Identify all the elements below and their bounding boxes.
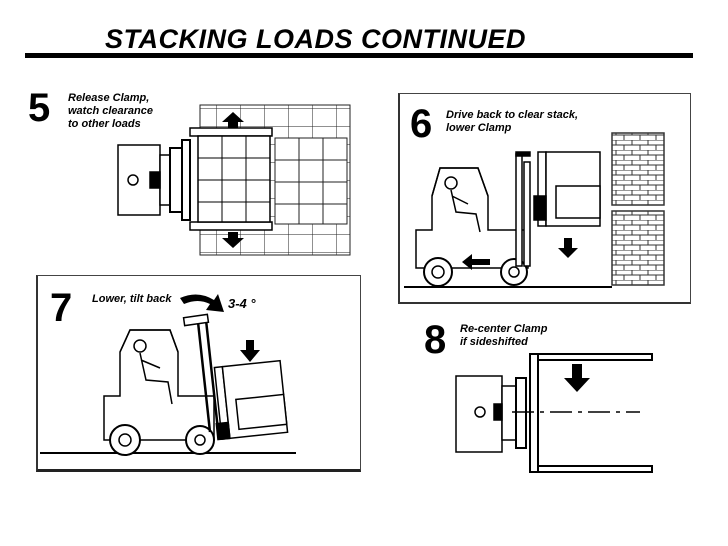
step-6-diagram [404, 132, 665, 288]
step-7-diagram [40, 294, 296, 456]
step-5-diagram [117, 104, 351, 256]
reverse-arrow [462, 254, 490, 270]
panel-6-frame [398, 93, 691, 304]
step-7-number: 7 [50, 286, 73, 330]
page-title: STACKING LOADS CONTINUED [105, 24, 526, 54]
lower-arrow-6 [558, 238, 578, 258]
clamp-open-arrows [222, 112, 244, 248]
title-underline [25, 53, 693, 58]
step-7-caption: Lower, tilt back [92, 293, 172, 305]
step-7-tilt-annotation: 3-4 ° [228, 296, 256, 311]
step-6-caption: Drive back to clear stack, lower Clamp [446, 109, 579, 134]
step-5-caption: Release Clamp, watch clearance to other … [68, 92, 153, 130]
tilt-back-arrow [180, 294, 224, 312]
step-8-diagram [455, 353, 653, 473]
lower-arrow-7 [240, 340, 260, 362]
step-5-number: 5 [28, 86, 51, 130]
step-8-caption: Re-center Clamp if sideshifted [460, 323, 548, 348]
step-8-number: 8 [424, 318, 447, 362]
panel-7-frame [36, 275, 361, 472]
recenter-arrow [564, 364, 590, 392]
step-6-number: 6 [410, 102, 433, 146]
